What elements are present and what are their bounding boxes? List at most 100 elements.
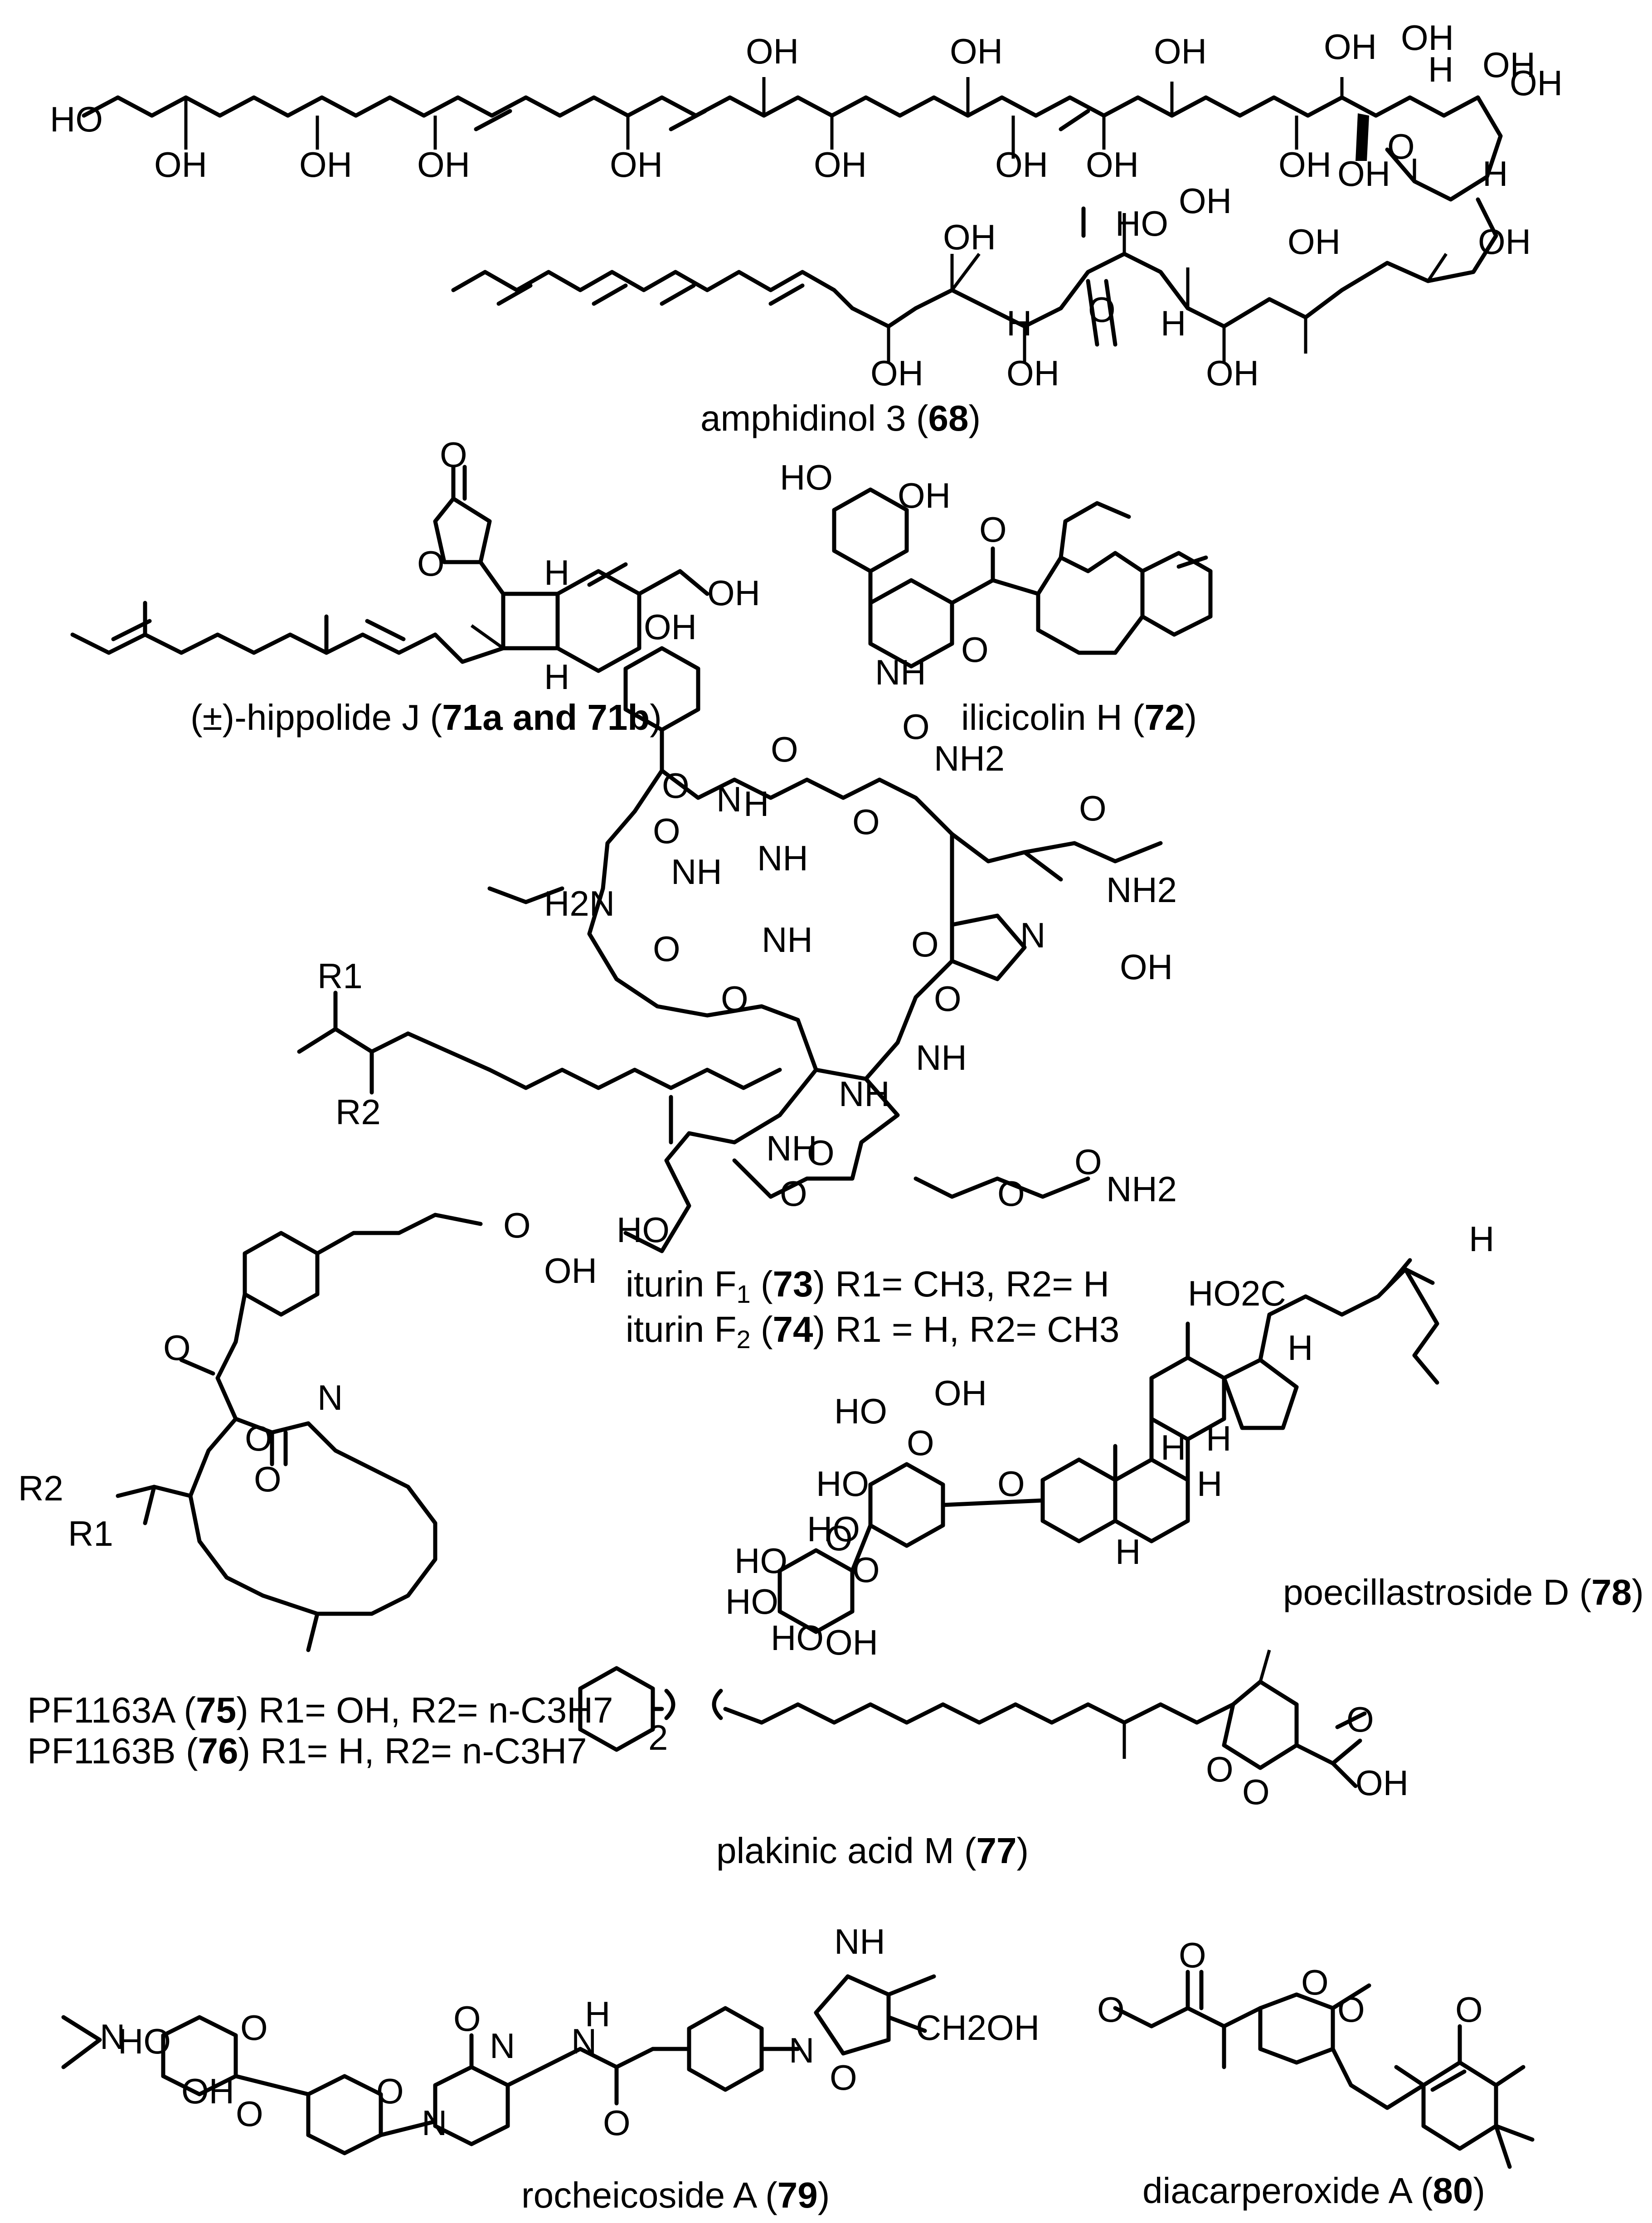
structure-amphidinol-3 xyxy=(82,77,1503,363)
structure-hippolide-j xyxy=(70,465,709,673)
caption-79: rocheicoside A (79) xyxy=(521,2175,830,2215)
label-oh: HO xyxy=(50,99,103,139)
label-h: H xyxy=(1115,1532,1141,1572)
label-n: N xyxy=(1020,915,1045,955)
label-nh: NH xyxy=(762,920,813,960)
label-o: O xyxy=(236,2094,263,2134)
label-o: O xyxy=(503,1205,531,1245)
label-oh: OH xyxy=(544,1251,597,1291)
label-oh: OH xyxy=(950,31,1003,71)
label-nh: NH xyxy=(839,1074,890,1114)
label-r1: R1 xyxy=(317,956,363,996)
label-o: O xyxy=(934,979,962,1019)
label-oh: OH xyxy=(870,353,923,393)
label-nh: NH xyxy=(834,1922,885,1961)
label-o: O xyxy=(1242,1772,1270,1812)
label-oh: OH xyxy=(1337,154,1390,194)
label-ho2c: HO2C xyxy=(1188,1273,1286,1313)
label-oh: OH xyxy=(154,145,207,184)
label-h: H xyxy=(1161,1427,1186,1467)
label-oh: OH xyxy=(299,145,352,184)
label-o: O xyxy=(1387,126,1415,166)
label-oh: OH xyxy=(1006,353,1059,393)
label-oh: OH xyxy=(1278,145,1331,184)
label-o: O xyxy=(653,811,680,851)
structure-plakinic-acid-m xyxy=(578,1650,1367,1788)
label-o: O xyxy=(1346,1699,1374,1739)
label-o: O xyxy=(603,2103,631,2143)
label-n: N xyxy=(100,2017,125,2057)
label-oh: OH xyxy=(1478,222,1531,262)
caption-68: amphidinol 3 (68) xyxy=(700,398,981,438)
label-nh2: NH2 xyxy=(1106,1169,1177,1209)
label-h: H xyxy=(1428,49,1453,89)
label-oh: OH xyxy=(1086,145,1139,184)
label-o: O xyxy=(653,929,680,969)
label-oh: OH xyxy=(1401,18,1454,58)
label-o: O xyxy=(1074,1142,1102,1182)
label-o: O xyxy=(245,1418,272,1458)
label-r1: R1 xyxy=(68,1514,113,1553)
label-o: O xyxy=(1301,1962,1329,2002)
label-o: O xyxy=(852,1550,880,1590)
label-h: H xyxy=(1482,154,1508,194)
label-oh: HO xyxy=(780,457,833,497)
label-sub2: 2 xyxy=(648,1718,668,1757)
label-o: O xyxy=(902,707,930,747)
caption-80: diacarperoxide A (80) xyxy=(1142,2170,1485,2211)
structure-diacarperoxide-a xyxy=(1113,1970,1535,2169)
structure-poecillastroside-d xyxy=(777,1258,1439,1634)
label-o: O xyxy=(852,802,880,842)
label-h: H xyxy=(1288,1328,1313,1368)
label-oh: HO xyxy=(725,1582,778,1621)
label-o: O xyxy=(1097,1990,1125,2029)
label-o: O xyxy=(830,2058,857,2097)
label-o: O xyxy=(1179,1935,1206,1975)
label-oh: HO xyxy=(816,1464,869,1504)
label-oh: OH xyxy=(1324,27,1377,67)
label-oh: HO xyxy=(1115,204,1168,243)
structure-rocheicoside-a xyxy=(61,1974,936,2155)
label-o: O xyxy=(997,1464,1025,1504)
label-oh: HO xyxy=(834,1391,887,1431)
label-oh: OH xyxy=(707,573,760,613)
label-n: N xyxy=(490,2026,515,2066)
label-oh: OH xyxy=(825,1622,878,1662)
label-n: N xyxy=(422,2103,447,2143)
structure-ilicicolin-h xyxy=(832,487,1213,669)
label-oh: HO xyxy=(771,1618,824,1658)
label-h: H xyxy=(1006,303,1032,343)
label-o: O xyxy=(780,1174,807,1213)
label-h2n: H2N xyxy=(544,883,615,923)
label-o: O xyxy=(440,435,467,475)
label-oh: OH xyxy=(1356,1763,1409,1803)
label-oh: OH xyxy=(814,145,867,184)
label-oh: OH xyxy=(746,31,799,71)
label-o: O xyxy=(453,1999,481,2039)
label-oh: OH xyxy=(898,476,951,515)
label-nh: NH xyxy=(671,852,722,892)
label-oh: OH xyxy=(181,2071,234,2111)
structure-pf1163 xyxy=(116,1213,483,1652)
label-o: O xyxy=(771,729,798,769)
label-h: NH xyxy=(875,652,926,692)
label-o: O xyxy=(163,1328,191,1368)
label-o: O xyxy=(807,1133,835,1173)
label-oh: OH xyxy=(943,217,996,257)
label-o: O xyxy=(1079,788,1107,828)
label-nh: NH xyxy=(757,838,808,878)
label-oh: OH xyxy=(1154,31,1207,71)
caption-76: PF1163B (76) R1= H, R2= n-C3H7 xyxy=(27,1731,587,1771)
structure-iturin-f xyxy=(297,646,1163,1253)
label-oh: OH xyxy=(417,145,470,184)
caption-73: iturin F1 (73) R1= CH3, R2= H xyxy=(626,1264,1109,1308)
label-n: N xyxy=(789,2030,814,2070)
label-nh: NH xyxy=(766,1128,817,1168)
label-nh: H xyxy=(585,1994,610,2034)
label-oh: HO xyxy=(617,1210,670,1250)
label-oh: OH xyxy=(1120,947,1173,987)
label-nh2: NH2 xyxy=(1106,870,1177,910)
caption-71: (±)-hippolide J (71a and 71b) xyxy=(190,697,662,738)
caption-74: iturin F2 (74) R1 = H, R2= CH3 xyxy=(626,1309,1119,1354)
label-nh: NH xyxy=(916,1038,967,1078)
